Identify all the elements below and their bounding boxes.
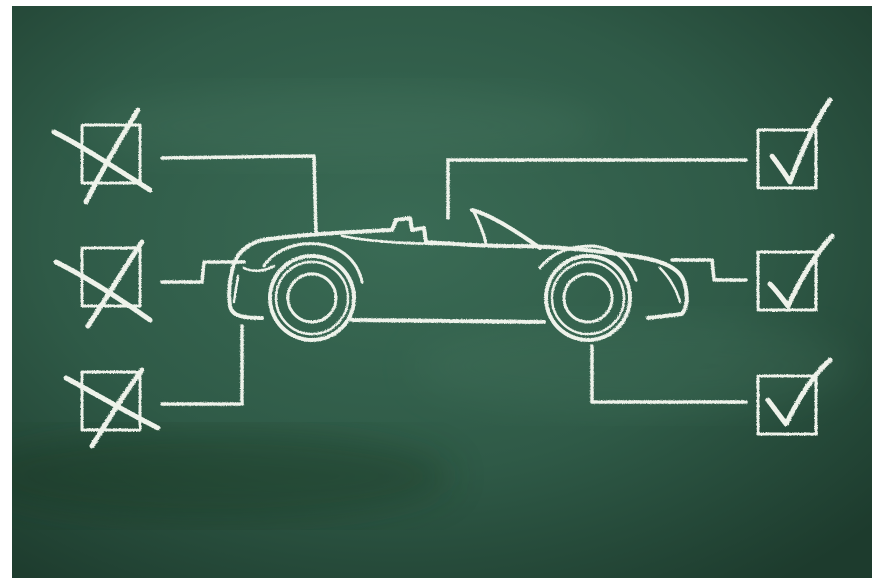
- car-sill: [352, 320, 544, 322]
- chalkboard: [12, 6, 872, 578]
- chalkboard-drawing: [12, 6, 872, 578]
- chalk-smudge: [82, 86, 602, 166]
